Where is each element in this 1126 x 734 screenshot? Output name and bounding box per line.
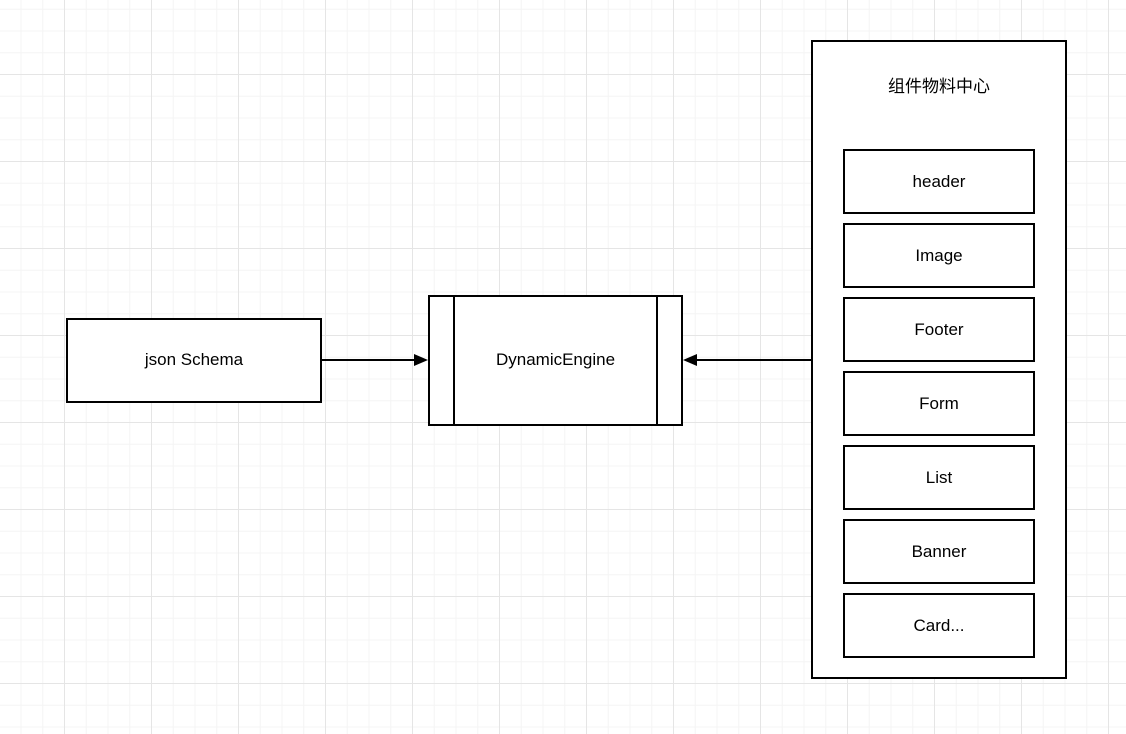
- edge-material-center-to-engine[interactable]: [689, 359, 811, 361]
- component-box-list[interactable]: List: [843, 445, 1035, 510]
- process-bar-right: [656, 297, 658, 424]
- component-box-header[interactable]: header: [843, 149, 1035, 214]
- component-box-label: Image: [915, 245, 963, 265]
- material-center-title: 组件物料中心: [888, 77, 990, 96]
- edge-schema-to-engine[interactable]: [322, 359, 416, 361]
- component-box-label: Banner: [911, 541, 967, 561]
- component-box-banner[interactable]: Banner: [843, 519, 1035, 584]
- node-json-schema-label: json Schema: [144, 350, 244, 370]
- component-box-label: header: [912, 171, 966, 191]
- material-component-stack: header Image Footer Form List Banner Car…: [813, 149, 1065, 658]
- arrowhead-left-icon: [683, 354, 697, 366]
- component-box-label: List: [925, 467, 953, 487]
- component-box-label: Card...: [913, 615, 965, 635]
- component-box-footer[interactable]: Footer: [843, 297, 1035, 362]
- component-box-label: Form: [919, 393, 959, 413]
- arrowhead-right-icon: [414, 354, 428, 366]
- node-material-center[interactable]: 组件物料中心 header Image Footer Form List Ban…: [811, 40, 1067, 679]
- component-box-label: Footer: [914, 319, 964, 339]
- component-box-card[interactable]: Card...: [843, 593, 1035, 658]
- component-box-form[interactable]: Form: [843, 371, 1035, 436]
- node-dynamic-engine[interactable]: DynamicEngine: [428, 295, 683, 426]
- component-box-image[interactable]: Image: [843, 223, 1035, 288]
- node-json-schema[interactable]: json Schema: [66, 318, 322, 403]
- process-bar-left: [453, 297, 455, 424]
- node-dynamic-engine-label: DynamicEngine: [495, 350, 616, 370]
